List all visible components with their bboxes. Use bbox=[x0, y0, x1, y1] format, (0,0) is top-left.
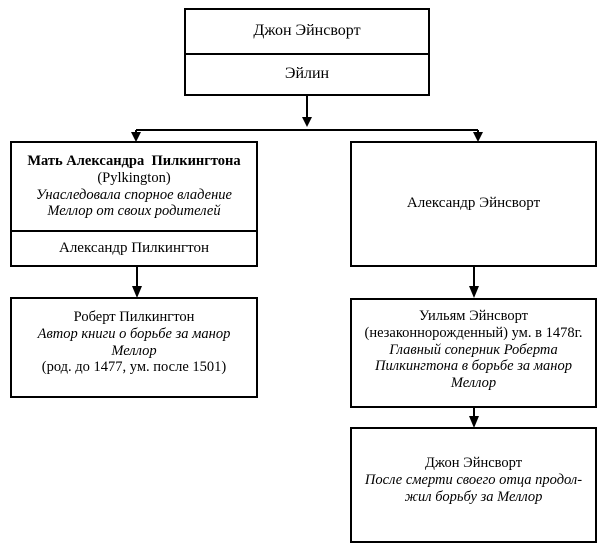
node-mother-pilkington-line2: (Pylkington) bbox=[97, 169, 171, 186]
node-robert-pilkington-name: Роберт Пилкингтон bbox=[73, 309, 195, 325]
node-mother-pilkington-line3: Унаследовала спорное владение bbox=[36, 186, 232, 203]
node-john-ainsworth-spouse-cell: Эйлин bbox=[186, 52, 428, 94]
node-mother-pilkington-main-cell: Мать Александра Пилкингтона (Pylkington)… bbox=[12, 143, 256, 230]
node-mother-pilkington-line4: Меллор от своих родителей bbox=[47, 203, 221, 220]
node-william-ainsworth-line3: Главный соперник Роберта bbox=[389, 341, 558, 358]
node-robert-pilkington-line2: Автор книги о борьбе за манор bbox=[37, 325, 231, 342]
node-mother-pilkington[interactable]: Мать Александра Пилкингтона (Pylkington)… bbox=[10, 141, 258, 267]
connector-svg bbox=[131, 96, 483, 142]
node-william-ainsworth-line4: Пилкингтона в борьбе за манор bbox=[375, 358, 572, 375]
connector-svg bbox=[469, 408, 479, 428]
node-john-ainsworth-jr[interactable]: Джон Эйнсворт После смерти своего отца п… bbox=[350, 427, 597, 543]
node-robert-pilkington-line3: Меллор bbox=[111, 342, 157, 359]
node-john-ainsworth-spouse: Эйлин bbox=[284, 65, 330, 83]
connector-william-to-john-jr bbox=[459, 408, 489, 428]
node-mother-pilkington-son-cell: Александр Пилкингтон bbox=[12, 230, 256, 265]
node-john-ainsworth-jr-line2: После смерти своего отца продол- bbox=[364, 471, 583, 488]
node-william-ainsworth-main-cell: Уильям Эйнсворт (незаконнорожденный) ум.… bbox=[352, 300, 595, 406]
connector-alexander-to-william bbox=[459, 267, 489, 299]
connector-parent-to-children bbox=[0, 96, 606, 142]
node-john-ainsworth-jr-name: Джон Эйнсворт bbox=[424, 455, 523, 471]
node-john-ainsworth-jr-main-cell: Джон Эйнсворт После смерти своего отца п… bbox=[352, 429, 595, 541]
connector-svg bbox=[469, 267, 479, 298]
node-robert-pilkington-line4: (род. до 1477, ум. после 1501) bbox=[41, 359, 227, 376]
node-john-ainsworth-jr-line3: жил борьбу за Меллор bbox=[404, 488, 543, 505]
node-robert-pilkington[interactable]: Роберт Пилкингтон Автор книги о борьбе з… bbox=[10, 297, 258, 398]
node-alexander-ainsworth-main-cell: Александр Эйнсворт bbox=[352, 143, 595, 265]
node-alexander-ainsworth[interactable]: Александр Эйнсворт bbox=[350, 141, 597, 267]
node-william-ainsworth[interactable]: Уильям Эйнсворт (незаконнорожденный) ум.… bbox=[350, 298, 597, 408]
node-william-ainsworth-line5: Меллор bbox=[450, 375, 497, 392]
connector-svg bbox=[132, 267, 142, 298]
node-john-ainsworth[interactable]: Джон Эйнсворт Эйлин bbox=[184, 8, 430, 96]
node-john-ainsworth-name: Джон Эйнсворт bbox=[253, 22, 361, 40]
node-robert-pilkington-main-cell: Роберт Пилкингтон Автор книги о борьбе з… bbox=[12, 299, 256, 396]
node-alexander-ainsworth-name: Александр Эйнсворт bbox=[406, 195, 541, 212]
node-mother-pilkington-line1: Мать Александра Пилкингтона bbox=[27, 152, 241, 169]
node-william-ainsworth-name: Уильям Эйнсворт bbox=[419, 308, 528, 324]
node-john-ainsworth-name-cell: Джон Эйнсворт bbox=[186, 10, 428, 53]
connector-mother-to-robert bbox=[122, 267, 152, 298]
node-alexander-pilkington-name: Александр Пилкингтон bbox=[58, 239, 210, 256]
node-william-ainsworth-line2: (незаконнорожденный) ум. в 1478г. bbox=[364, 324, 583, 341]
